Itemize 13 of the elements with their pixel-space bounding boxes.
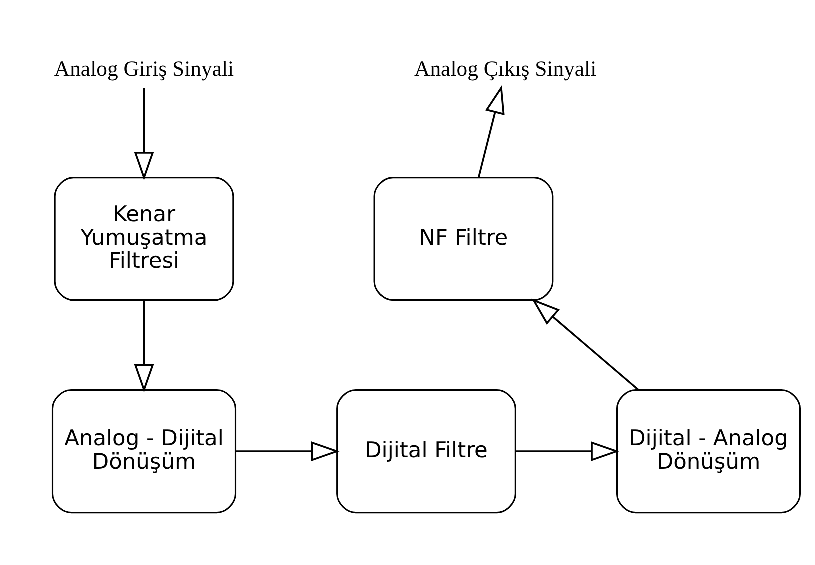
node-box: Dijital Filtre <box>336 390 516 514</box>
arrow <box>134 88 154 181</box>
node-box: Kenar Yumuşatma Filtresi <box>54 177 234 302</box>
arrow <box>236 442 340 462</box>
arrow <box>134 300 154 393</box>
node-text: Analog Çıkış Sinyali <box>414 56 597 81</box>
arrow <box>478 85 505 178</box>
node-text: Analog Giriş Sinyali <box>54 56 234 81</box>
node-box: NF Filtre <box>374 177 554 302</box>
arrow <box>532 298 640 391</box>
node-box: Dijital - Analog Dönüşüm <box>616 390 802 514</box>
node-box: Analog - Dijital Dönüşüm <box>52 390 237 514</box>
arrow <box>516 442 620 462</box>
